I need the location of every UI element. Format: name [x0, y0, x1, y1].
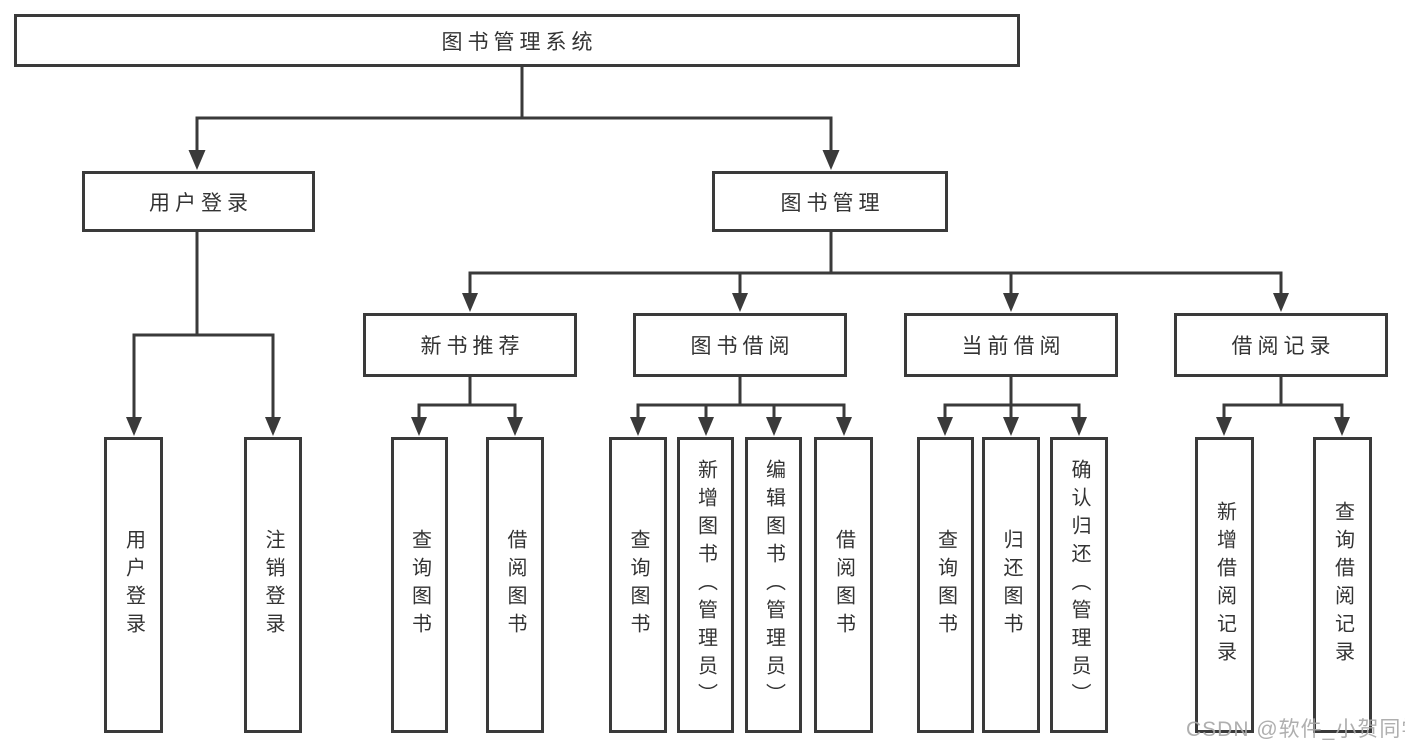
node-label: 注销登录	[262, 529, 284, 641]
node-label: 查询图书	[408, 529, 431, 641]
leaf-confirm-return-admin: 确认归还（管理员）	[1050, 437, 1108, 733]
node-user-login-group: 用户登录	[82, 171, 315, 232]
node-label: 新增借阅记录	[1213, 501, 1236, 669]
leaf-query-borrow-record: 查询借阅记录	[1313, 437, 1372, 733]
node-label: 查询图书	[934, 529, 957, 641]
node-new-book-recommendation: 新书推荐	[363, 313, 577, 377]
node-label: 图书管理系统	[441, 30, 598, 54]
watermark: CSDN @软件_小贺同学	[1186, 718, 1405, 741]
leaf-user-login: 用户登录	[104, 437, 163, 733]
node-label: 查询图书	[627, 529, 649, 641]
node-label: 归还图书	[1000, 529, 1022, 641]
node-current-borrowing: 当前借阅	[904, 313, 1118, 377]
node-book-management: 图书管理	[712, 171, 948, 232]
node-label: 新增图书（管理员）	[694, 459, 717, 711]
leaf-query-books-recommend: 查询图书	[391, 437, 448, 733]
leaf-add-books-admin: 新增图书（管理员）	[677, 437, 734, 733]
leaf-borrow-books-borrowing: 借阅图书	[814, 437, 873, 733]
node-label: 借阅图书	[832, 529, 855, 641]
node-borrowing-records: 借阅记录	[1174, 313, 1388, 377]
node-label: 用户登录	[149, 191, 253, 215]
leaf-query-books-borrowing: 查询图书	[609, 437, 667, 733]
node-label: 确认归还（管理员）	[1068, 459, 1090, 711]
node-library-system: 图书管理系统	[14, 14, 1020, 67]
node-label: 图书管理	[780, 191, 885, 215]
leaf-logout-login: 注销登录	[244, 437, 302, 733]
node-label: 当前借阅	[961, 335, 1066, 358]
node-label: 用户登录	[122, 529, 145, 641]
node-book-borrowing: 图书借阅	[633, 313, 847, 377]
node-label: 借阅图书	[504, 529, 526, 641]
node-label: 新书推荐	[420, 335, 525, 358]
leaf-edit-books-admin: 编辑图书（管理员）	[745, 437, 802, 733]
leaf-add-borrow-record: 新增借阅记录	[1195, 437, 1254, 733]
node-label: 编辑图书（管理员）	[762, 459, 785, 711]
node-label: 借阅记录	[1231, 335, 1336, 358]
leaf-return-books: 归还图书	[982, 437, 1040, 733]
node-label: 查询借阅记录	[1331, 501, 1354, 669]
leaf-query-books-current: 查询图书	[917, 437, 974, 733]
node-label: 图书借阅	[690, 335, 795, 358]
leaf-borrow-books-recommend: 借阅图书	[486, 437, 544, 733]
